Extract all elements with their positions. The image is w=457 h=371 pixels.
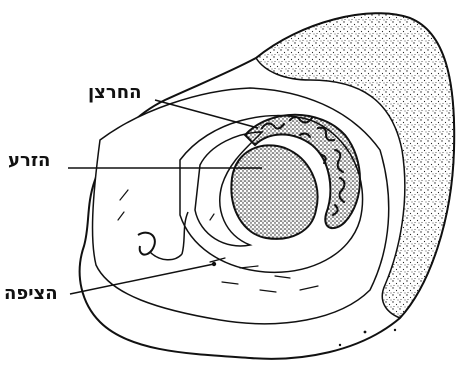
label-seed: הזרע [8,152,50,170]
label-husk: החרצן [88,84,142,102]
label-flesh: הציפה [4,285,58,303]
